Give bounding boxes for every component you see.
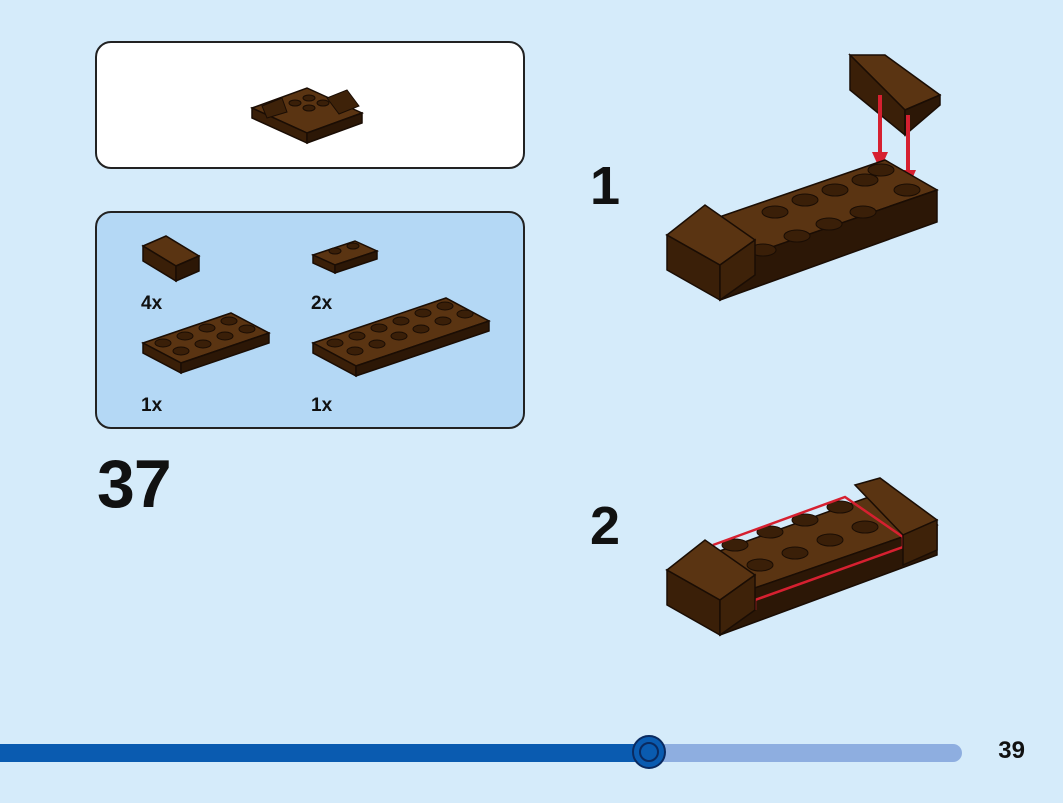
part-qty-slope: 4x: [141, 293, 163, 314]
substep-2-illustration: [665, 477, 939, 637]
plate-2x6-icon: [311, 297, 491, 378]
substep-1-illustration: [665, 53, 942, 302]
slope-brick-icon: [141, 235, 201, 283]
step-number: 37: [97, 446, 172, 522]
part-qty-plate-2x6: 1x: [311, 395, 333, 416]
plate-1x2-icon: [310, 240, 380, 275]
parts-list-panel: 4x 2x 1x 1x: [95, 211, 525, 429]
progress-bar: [0, 744, 962, 762]
progress-marker-icon: [632, 735, 667, 769]
plate-2x4-icon: [141, 312, 271, 375]
part-qty-plate-2x4: 1x: [141, 395, 163, 416]
substep-1-number: 1: [590, 156, 621, 216]
submodel-brick-icon: [250, 87, 364, 145]
part-qty-plate-1x2: 2x: [311, 293, 333, 314]
substep-2-number: 2: [590, 496, 621, 556]
progress-fill: [0, 744, 650, 762]
page-number: 39: [998, 737, 1025, 764]
submodel-callout: [95, 41, 525, 169]
